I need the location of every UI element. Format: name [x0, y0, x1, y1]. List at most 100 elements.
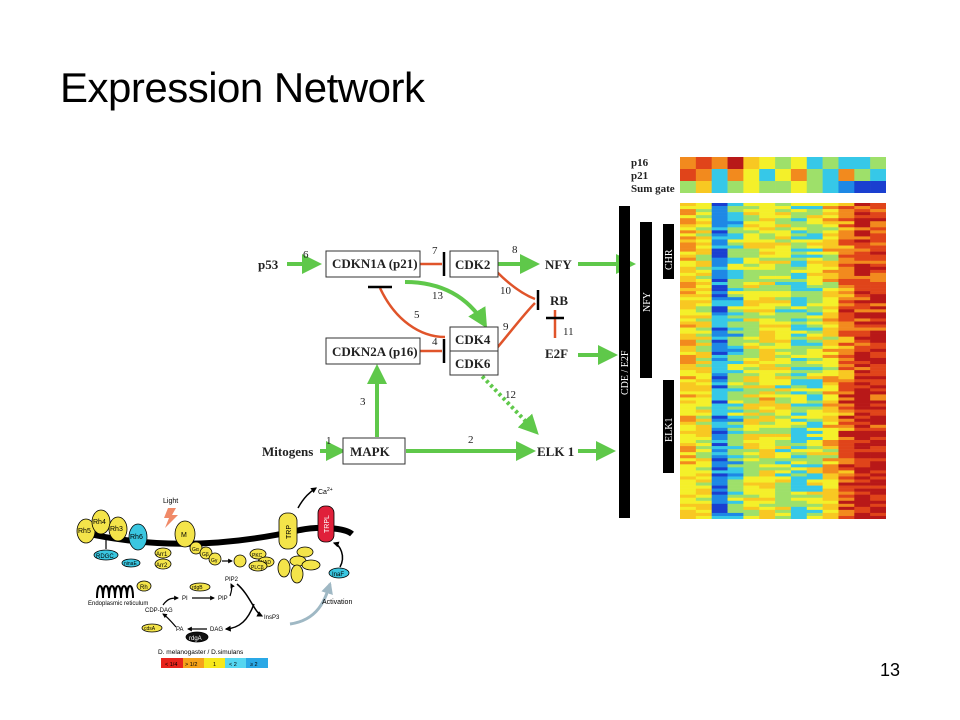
heatmap-cell	[743, 215, 760, 219]
heatmap-cell	[711, 491, 728, 495]
heatmap-cell	[759, 497, 776, 502]
heatmap-cell	[759, 488, 776, 492]
heatmap-cell	[759, 297, 776, 301]
rh-label: Rh	[140, 585, 148, 591]
heatmap-top-cell	[727, 157, 744, 169]
heatmap-cell	[870, 446, 886, 450]
heatmap-cell	[790, 285, 808, 289]
heatmap-cell	[695, 224, 712, 228]
heatmap-cell	[759, 512, 776, 517]
heatmap-cell	[854, 221, 871, 225]
heatmap-cell	[775, 327, 792, 331]
heatmap-cell	[759, 443, 776, 447]
heatmap-cell	[854, 215, 871, 219]
heatmap-cell	[775, 324, 792, 328]
heatmap-cell	[838, 421, 855, 426]
heatmap-cell	[759, 491, 776, 495]
heatmap-cell	[759, 403, 776, 407]
heatmap-cell	[759, 476, 776, 480]
heatmap-cell	[854, 461, 871, 465]
edge-label-3: 3	[360, 396, 366, 408]
heatmap-cell	[727, 245, 744, 249]
heatmap-cell	[806, 327, 823, 331]
heatmap-cell	[775, 406, 792, 410]
heatmap-cell	[727, 282, 744, 286]
heatmap-cell	[806, 497, 823, 502]
heatmap-cell	[743, 443, 760, 447]
heatmap-cell	[838, 452, 855, 456]
heatmap-cell	[759, 373, 776, 377]
heatmap-cell	[838, 406, 855, 410]
heatmap-cell	[838, 467, 855, 471]
heatmap-cell	[711, 458, 728, 462]
heatmap-cell	[790, 509, 808, 514]
heatmap-cell	[743, 500, 760, 505]
heatmap-cell	[806, 373, 823, 377]
heatmap-cell	[822, 452, 839, 456]
heatmap-cell	[711, 473, 728, 477]
heatmap-cell	[727, 288, 744, 292]
heatmap-cell	[727, 397, 744, 401]
heatmap-cell	[711, 433, 728, 438]
heatmap-cell	[838, 443, 855, 447]
heatmap-cell	[759, 436, 776, 441]
heatmap-cell	[695, 330, 712, 334]
heatmap-cell	[759, 446, 776, 450]
heatmap-cell	[680, 339, 697, 344]
heatmap-cell	[854, 224, 871, 228]
heatmap-cell	[743, 455, 760, 459]
legend-color-scale: < 1/4 > 1/2 1 < 2 ≥ 2	[161, 658, 268, 668]
heatmap-cell	[870, 312, 886, 316]
heatmap-cell	[838, 503, 855, 508]
heatmap-cell	[822, 242, 839, 246]
heatmap-cell	[743, 203, 760, 207]
heatmap-cell	[711, 248, 728, 252]
heatmap-cell	[806, 324, 823, 328]
heatmap-cell	[743, 303, 760, 307]
heatmap-cell	[838, 482, 855, 486]
edge-cdk4-rb	[496, 302, 536, 349]
pip-label: PIP	[218, 596, 228, 602]
heatmap-cell	[806, 506, 823, 511]
heatmap-cell	[822, 357, 839, 362]
heatmap-cell	[695, 209, 712, 213]
heatmap-cell	[711, 394, 728, 398]
heatmap-cell	[727, 467, 744, 471]
heatmap-top-cell	[790, 169, 808, 181]
heatmap-cell	[838, 266, 855, 271]
heatmap-cell	[870, 385, 886, 389]
heatmap-cell	[711, 345, 728, 350]
bar-label-chr: CHR	[664, 249, 675, 270]
heatmap-cell	[680, 361, 697, 365]
heatmap-cell	[838, 391, 855, 395]
heatmap-cell	[806, 500, 823, 505]
heatmap-cell	[711, 370, 728, 374]
heatmap-cell	[695, 212, 712, 216]
heatmap-cell	[695, 309, 712, 313]
heatmap-cell	[854, 512, 871, 517]
edge-label-5: 5	[414, 309, 420, 321]
heatmap-cell	[775, 300, 792, 304]
heatmap-cell	[680, 391, 697, 395]
heatmap-cell	[822, 361, 839, 365]
heatmap-cell	[743, 488, 760, 492]
heatmap-cell	[838, 230, 855, 234]
heatmap-cell	[838, 209, 855, 213]
edge-label-12: 12	[505, 389, 516, 401]
heatmap-cell	[870, 430, 886, 435]
heatmap-cell	[870, 263, 886, 268]
heatmap-cell	[711, 485, 728, 489]
heatmap-cell	[727, 233, 744, 237]
heatmap-cell	[775, 285, 792, 289]
heatmap-cell	[759, 509, 776, 514]
heatmap-cell	[806, 203, 823, 207]
heatmap-cell	[822, 479, 839, 483]
heatmap-cell	[759, 260, 776, 265]
heatmap-cell	[759, 424, 776, 429]
heatmap-cell	[743, 394, 760, 398]
heatmap-top-cell	[775, 157, 792, 169]
heatmap-cell	[790, 218, 808, 222]
heatmap-cell	[711, 263, 728, 268]
heatmap-cell	[838, 218, 855, 222]
heatmap-cell	[680, 309, 697, 313]
